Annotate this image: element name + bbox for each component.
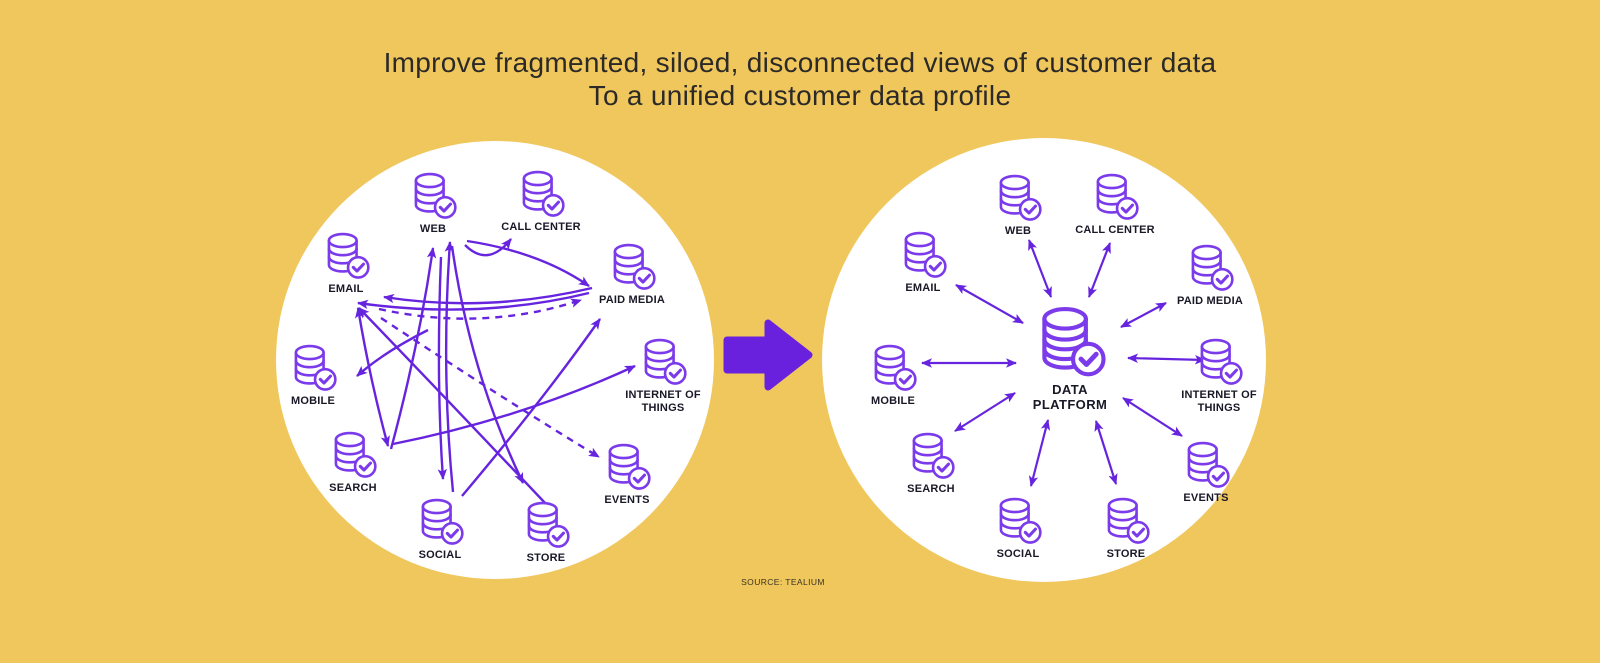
node-mobile-left: MOBILE xyxy=(253,342,373,408)
node-label: SEARCH xyxy=(329,482,377,494)
database-icon xyxy=(874,344,917,391)
database-icon xyxy=(1096,173,1139,220)
title-block: Improve fragmented, siloed, disconnected… xyxy=(0,46,1600,112)
node-label: INTERNET OF THINGS xyxy=(625,389,701,414)
node-label: PAID MEDIA xyxy=(599,294,665,306)
node-call-center-left: CALL CENTER xyxy=(481,168,601,234)
node-social-right: SOCIAL xyxy=(958,495,1078,561)
database-icon xyxy=(1107,497,1150,544)
node-label: EVENTS xyxy=(604,494,650,506)
node-label: EMAIL xyxy=(328,283,364,295)
database-icon xyxy=(904,231,947,278)
node-events-right: EVENTS xyxy=(1146,439,1266,505)
node-label: WEB xyxy=(419,223,447,235)
database-icon xyxy=(334,431,377,478)
node-label: MOBILE xyxy=(291,395,335,407)
node-label: CALL CENTER xyxy=(501,221,581,233)
node-store-left: STORE xyxy=(486,499,606,565)
node-events-left: EVENTS xyxy=(567,441,687,507)
database-icon xyxy=(608,443,651,490)
node-search-left: SEARCH xyxy=(293,429,413,495)
database-icon xyxy=(1191,244,1234,291)
node-label: EVENTS xyxy=(1183,492,1229,504)
database-icon xyxy=(613,243,656,290)
node-label: PAID MEDIA xyxy=(1177,295,1243,307)
node-web-left: WEB xyxy=(373,170,493,236)
node-call-center-right: CALL CENTER xyxy=(1055,171,1175,237)
database-icon xyxy=(327,232,370,279)
node-email-right: EMAIL xyxy=(863,229,983,295)
database-icon xyxy=(999,497,1042,544)
database-icon xyxy=(644,338,687,385)
node-internet-of-things-right: INTERNET OF THINGS xyxy=(1159,336,1279,415)
node-label: SOCIAL xyxy=(996,548,1040,560)
database-icon xyxy=(294,344,337,391)
data-platform-icon xyxy=(1042,307,1106,377)
node-label: STORE xyxy=(526,552,566,564)
database-icon xyxy=(999,174,1042,221)
node-label: STORE xyxy=(1106,548,1146,560)
node-social-left: SOCIAL xyxy=(380,496,500,562)
source-note: SOURCE: TEALIUM xyxy=(741,577,825,587)
database-icon xyxy=(414,172,457,219)
database-icon xyxy=(1187,441,1230,488)
node-label: CALL CENTER xyxy=(1075,224,1155,236)
node-internet-of-things-left: INTERNET OF THINGS xyxy=(603,336,723,415)
node-label: SEARCH xyxy=(907,483,955,495)
node-label: MOBILE xyxy=(871,395,915,407)
node-label: EMAIL xyxy=(905,282,941,294)
database-icon xyxy=(522,170,565,217)
title-line-1: Improve fragmented, siloed, disconnected… xyxy=(383,47,1217,78)
node-search-right: SEARCH xyxy=(871,430,991,496)
database-icon xyxy=(421,498,464,545)
node-paid-media-right: PAID MEDIA xyxy=(1150,242,1270,308)
database-icon xyxy=(1200,338,1243,385)
node-web-right: WEB xyxy=(958,172,1078,238)
node-paid-media-left: PAID MEDIA xyxy=(572,241,692,307)
transition-right-arrow-icon xyxy=(723,319,813,391)
node-label: WEB xyxy=(1004,225,1032,237)
database-icon xyxy=(912,432,955,479)
node-label: SOCIAL xyxy=(418,549,462,561)
node-mobile-right: MOBILE xyxy=(833,342,953,408)
database-icon xyxy=(527,501,570,548)
title-line-2: To a unified customer data profile xyxy=(588,80,1012,111)
node-email-left: EMAIL xyxy=(286,230,406,296)
node-store-right: STORE xyxy=(1066,495,1186,561)
node-label: INTERNET OF THINGS xyxy=(1181,389,1257,414)
